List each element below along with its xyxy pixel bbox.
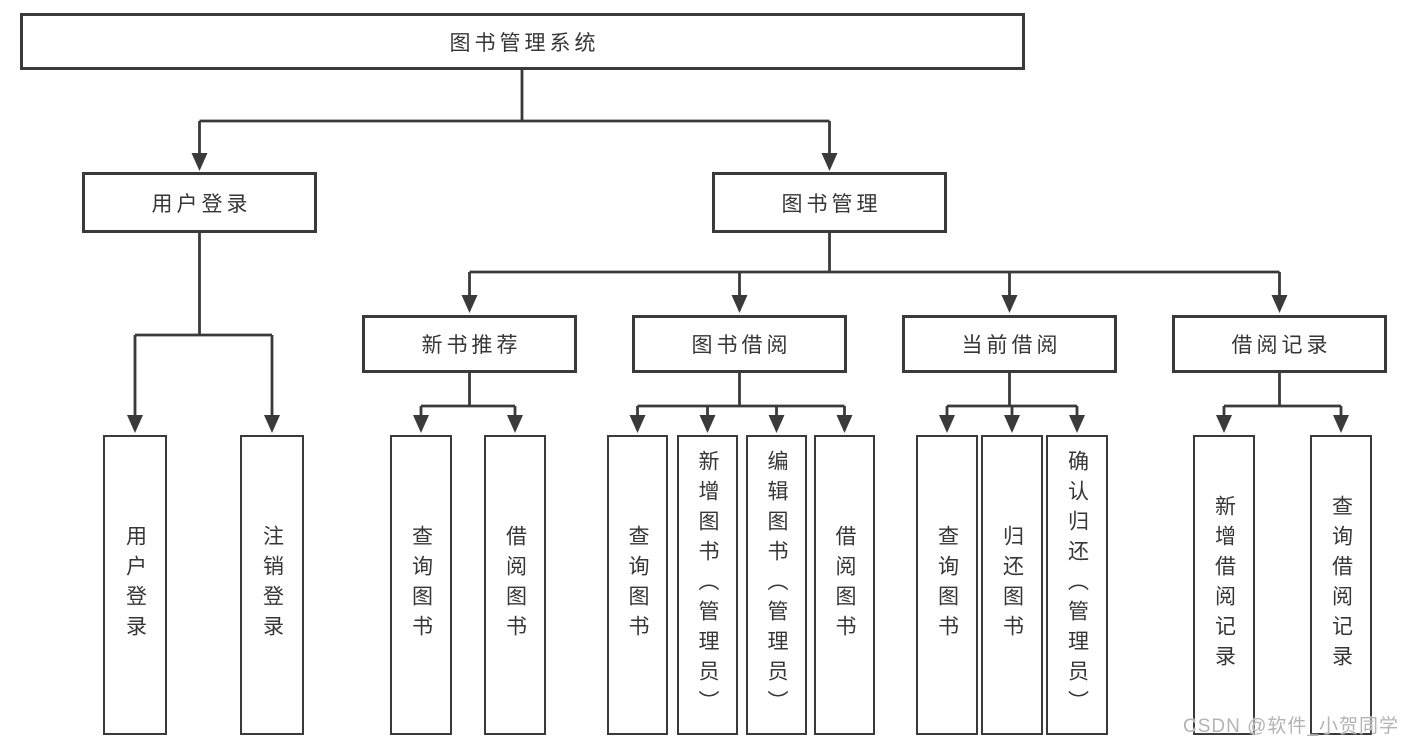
section-new-book-recommend-label: 新书推荐 (421, 334, 522, 357)
node-book-management-label: 图书管理 (781, 192, 882, 216)
leaf-br-add-record: 新增借阅记录 (1193, 435, 1255, 735)
leaf-cb-return-books-label: 归还图书 (1000, 525, 1024, 645)
connector-root (191, 70, 838, 171)
arrowhead (939, 415, 955, 433)
arrowhead (629, 415, 646, 433)
leaf-cb-return-books: 归还图书 (981, 435, 1043, 735)
leaf-bb-query-books-label: 查询图书 (626, 525, 649, 645)
leaf-bb-add-books-admin-label: 新增图书（管理员） (696, 450, 719, 720)
leaf-nb-borrow-books-label: 借阅图书 (503, 525, 527, 645)
connector-user-login (127, 233, 280, 433)
arrowhead (461, 295, 478, 313)
leaf-bb-query-books: 查询图书 (607, 435, 668, 735)
leaf-nb-query-books-label: 查询图书 (409, 525, 433, 645)
leaf-br-query-record-label: 查询借阅记录 (1329, 495, 1353, 675)
arrowhead (1001, 295, 1018, 313)
arrowhead (836, 415, 853, 433)
arrowhead (1216, 415, 1232, 433)
section-book-borrowing: 图书借阅 (632, 315, 847, 373)
node-book-management: 图书管理 (712, 172, 947, 233)
section-book-borrowing-label: 图书借阅 (691, 334, 792, 357)
arrowhead (191, 153, 208, 171)
arrowhead (1271, 295, 1288, 313)
node-root-label: 图书管理系统 (449, 31, 600, 55)
section-new-book-recommend: 新书推荐 (362, 315, 577, 373)
arrowhead (1069, 415, 1085, 433)
arrowhead (768, 415, 785, 433)
leaf-cb-confirm-return-admin: 确认归还（管理员） (1046, 435, 1108, 735)
node-user-login-label: 用户登录 (151, 192, 252, 216)
connector-borrowing-records (1216, 373, 1349, 433)
leaf-bb-edit-books-admin: 编辑图书（管理员） (746, 435, 807, 735)
leaf-bb-add-books-admin: 新增图书（管理员） (677, 435, 738, 735)
leaf-user-login: 用户登录 (103, 435, 167, 735)
leaf-bb-borrow-books: 借阅图书 (814, 435, 875, 735)
leaf-bb-edit-books-admin-label: 编辑图书（管理员） (765, 450, 788, 720)
arrowhead (264, 415, 280, 433)
leaf-user-login-label: 用户登录 (123, 525, 147, 645)
section-current-borrowing-label: 当前借阅 (961, 334, 1062, 357)
leaf-logout-label: 注销登录 (260, 525, 284, 645)
arrowhead (699, 415, 716, 433)
section-current-borrowing: 当前借阅 (902, 315, 1117, 373)
leaf-nb-query-books: 查询图书 (390, 435, 452, 735)
connector-current-borrowing (939, 373, 1085, 433)
leaf-logout: 注销登录 (240, 435, 304, 735)
section-borrowing-records-label: 借阅记录 (1231, 334, 1332, 357)
leaf-cb-query-books: 查询图书 (916, 435, 978, 735)
arrowhead (413, 415, 429, 433)
leaf-bb-borrow-books-label: 借阅图书 (833, 525, 856, 645)
watermark: CSDN @软件_小贺同学 (1183, 716, 1399, 737)
connector-book-management (461, 233, 1288, 313)
arrowhead (1004, 415, 1020, 433)
leaf-cb-confirm-return-admin-label: 确认归还（管理员） (1065, 450, 1089, 720)
leaf-cb-query-books-label: 查询图书 (935, 525, 959, 645)
leaf-nb-borrow-books: 借阅图书 (484, 435, 546, 735)
arrowhead (821, 153, 838, 171)
arrowhead (1333, 415, 1349, 433)
connector-book-borrowing (629, 373, 853, 433)
leaf-br-query-record: 查询借阅记录 (1310, 435, 1372, 735)
arrowhead (731, 295, 748, 313)
section-borrowing-records: 借阅记录 (1172, 315, 1387, 373)
node-root: 图书管理系统 (20, 13, 1025, 70)
leaf-br-add-record-label: 新增借阅记录 (1212, 495, 1236, 675)
connector-new-book-recommend (413, 373, 523, 433)
arrowhead (507, 415, 523, 433)
node-user-login: 用户登录 (82, 172, 317, 233)
arrowhead (127, 415, 143, 433)
